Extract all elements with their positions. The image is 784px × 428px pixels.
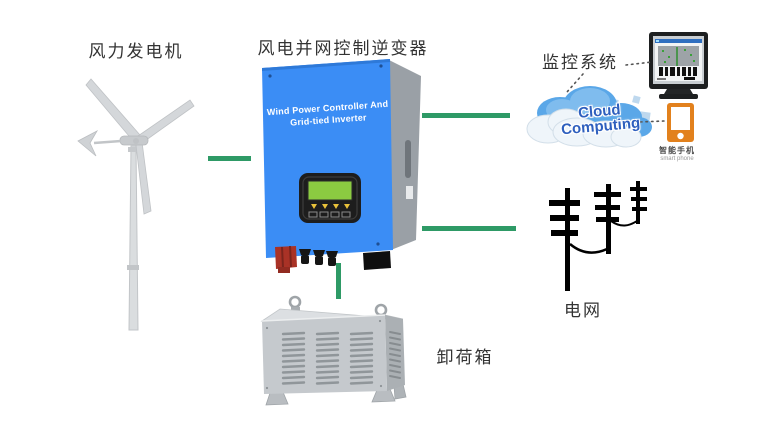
cloud-front [526, 108, 642, 148]
wind-turbine-graphic [77, 78, 195, 331]
monitor-graphic [649, 32, 708, 99]
inverter-terminals [275, 245, 391, 273]
dotted-link-label-cloud [566, 73, 584, 93]
smart-phone-graphic [667, 103, 694, 142]
turbine-blade-lower [135, 141, 152, 215]
pole-joint [127, 265, 139, 270]
connectors [208, 113, 516, 299]
indicator-arrows [311, 204, 350, 209]
monitor-chart-area [658, 46, 699, 66]
grid-wire [610, 220, 638, 227]
turbine-tail-vane [77, 129, 99, 157]
smart-phone-label-en: smart phone [660, 156, 694, 162]
monitoring-system-label: 监控系统 [542, 53, 618, 72]
grid-wire [569, 243, 608, 254]
screw-icon [268, 74, 272, 78]
smart-phone-label-cn: 智能手机 [659, 146, 695, 155]
inverter-display-panel [299, 173, 361, 223]
lcd-screen [307, 180, 353, 201]
connector-inverter-monitoring [422, 113, 510, 118]
red-terminal [275, 246, 297, 269]
dotted-link-label-monitor [625, 61, 653, 66]
monitor-bar-row [659, 67, 697, 76]
connector-inverter-dumpload [336, 263, 341, 299]
side-vents [389, 331, 401, 379]
lifting-ring [374, 303, 388, 317]
lifting-ring [288, 295, 302, 309]
connector-turbine-inverter [208, 156, 251, 161]
screw-icon [376, 242, 380, 246]
power-grid-icon [549, 181, 647, 291]
panel-buttons[interactable] [308, 211, 351, 218]
dump-load-box-label: 卸荷箱 [436, 348, 494, 367]
power-grid-label: 电网 [564, 301, 602, 320]
cable-glands [299, 249, 338, 266]
phone-screen [671, 107, 690, 130]
phone-home-button [677, 132, 684, 140]
inverter-front-panel [262, 59, 393, 258]
connector-inverter-grid [422, 226, 516, 231]
wind-turbine-label: 风力发电机 [88, 42, 184, 61]
monitor-stand [664, 89, 693, 94]
inverter-label: 风电并网控制逆变器 [257, 39, 429, 58]
screw-icon [379, 64, 383, 68]
bottom-black-box [363, 251, 391, 270]
louver-vents [281, 331, 374, 385]
inverter-graphic [262, 59, 421, 273]
dump-load-box-graphic [260, 295, 407, 406]
cloud-computing-graphic [526, 86, 652, 148]
